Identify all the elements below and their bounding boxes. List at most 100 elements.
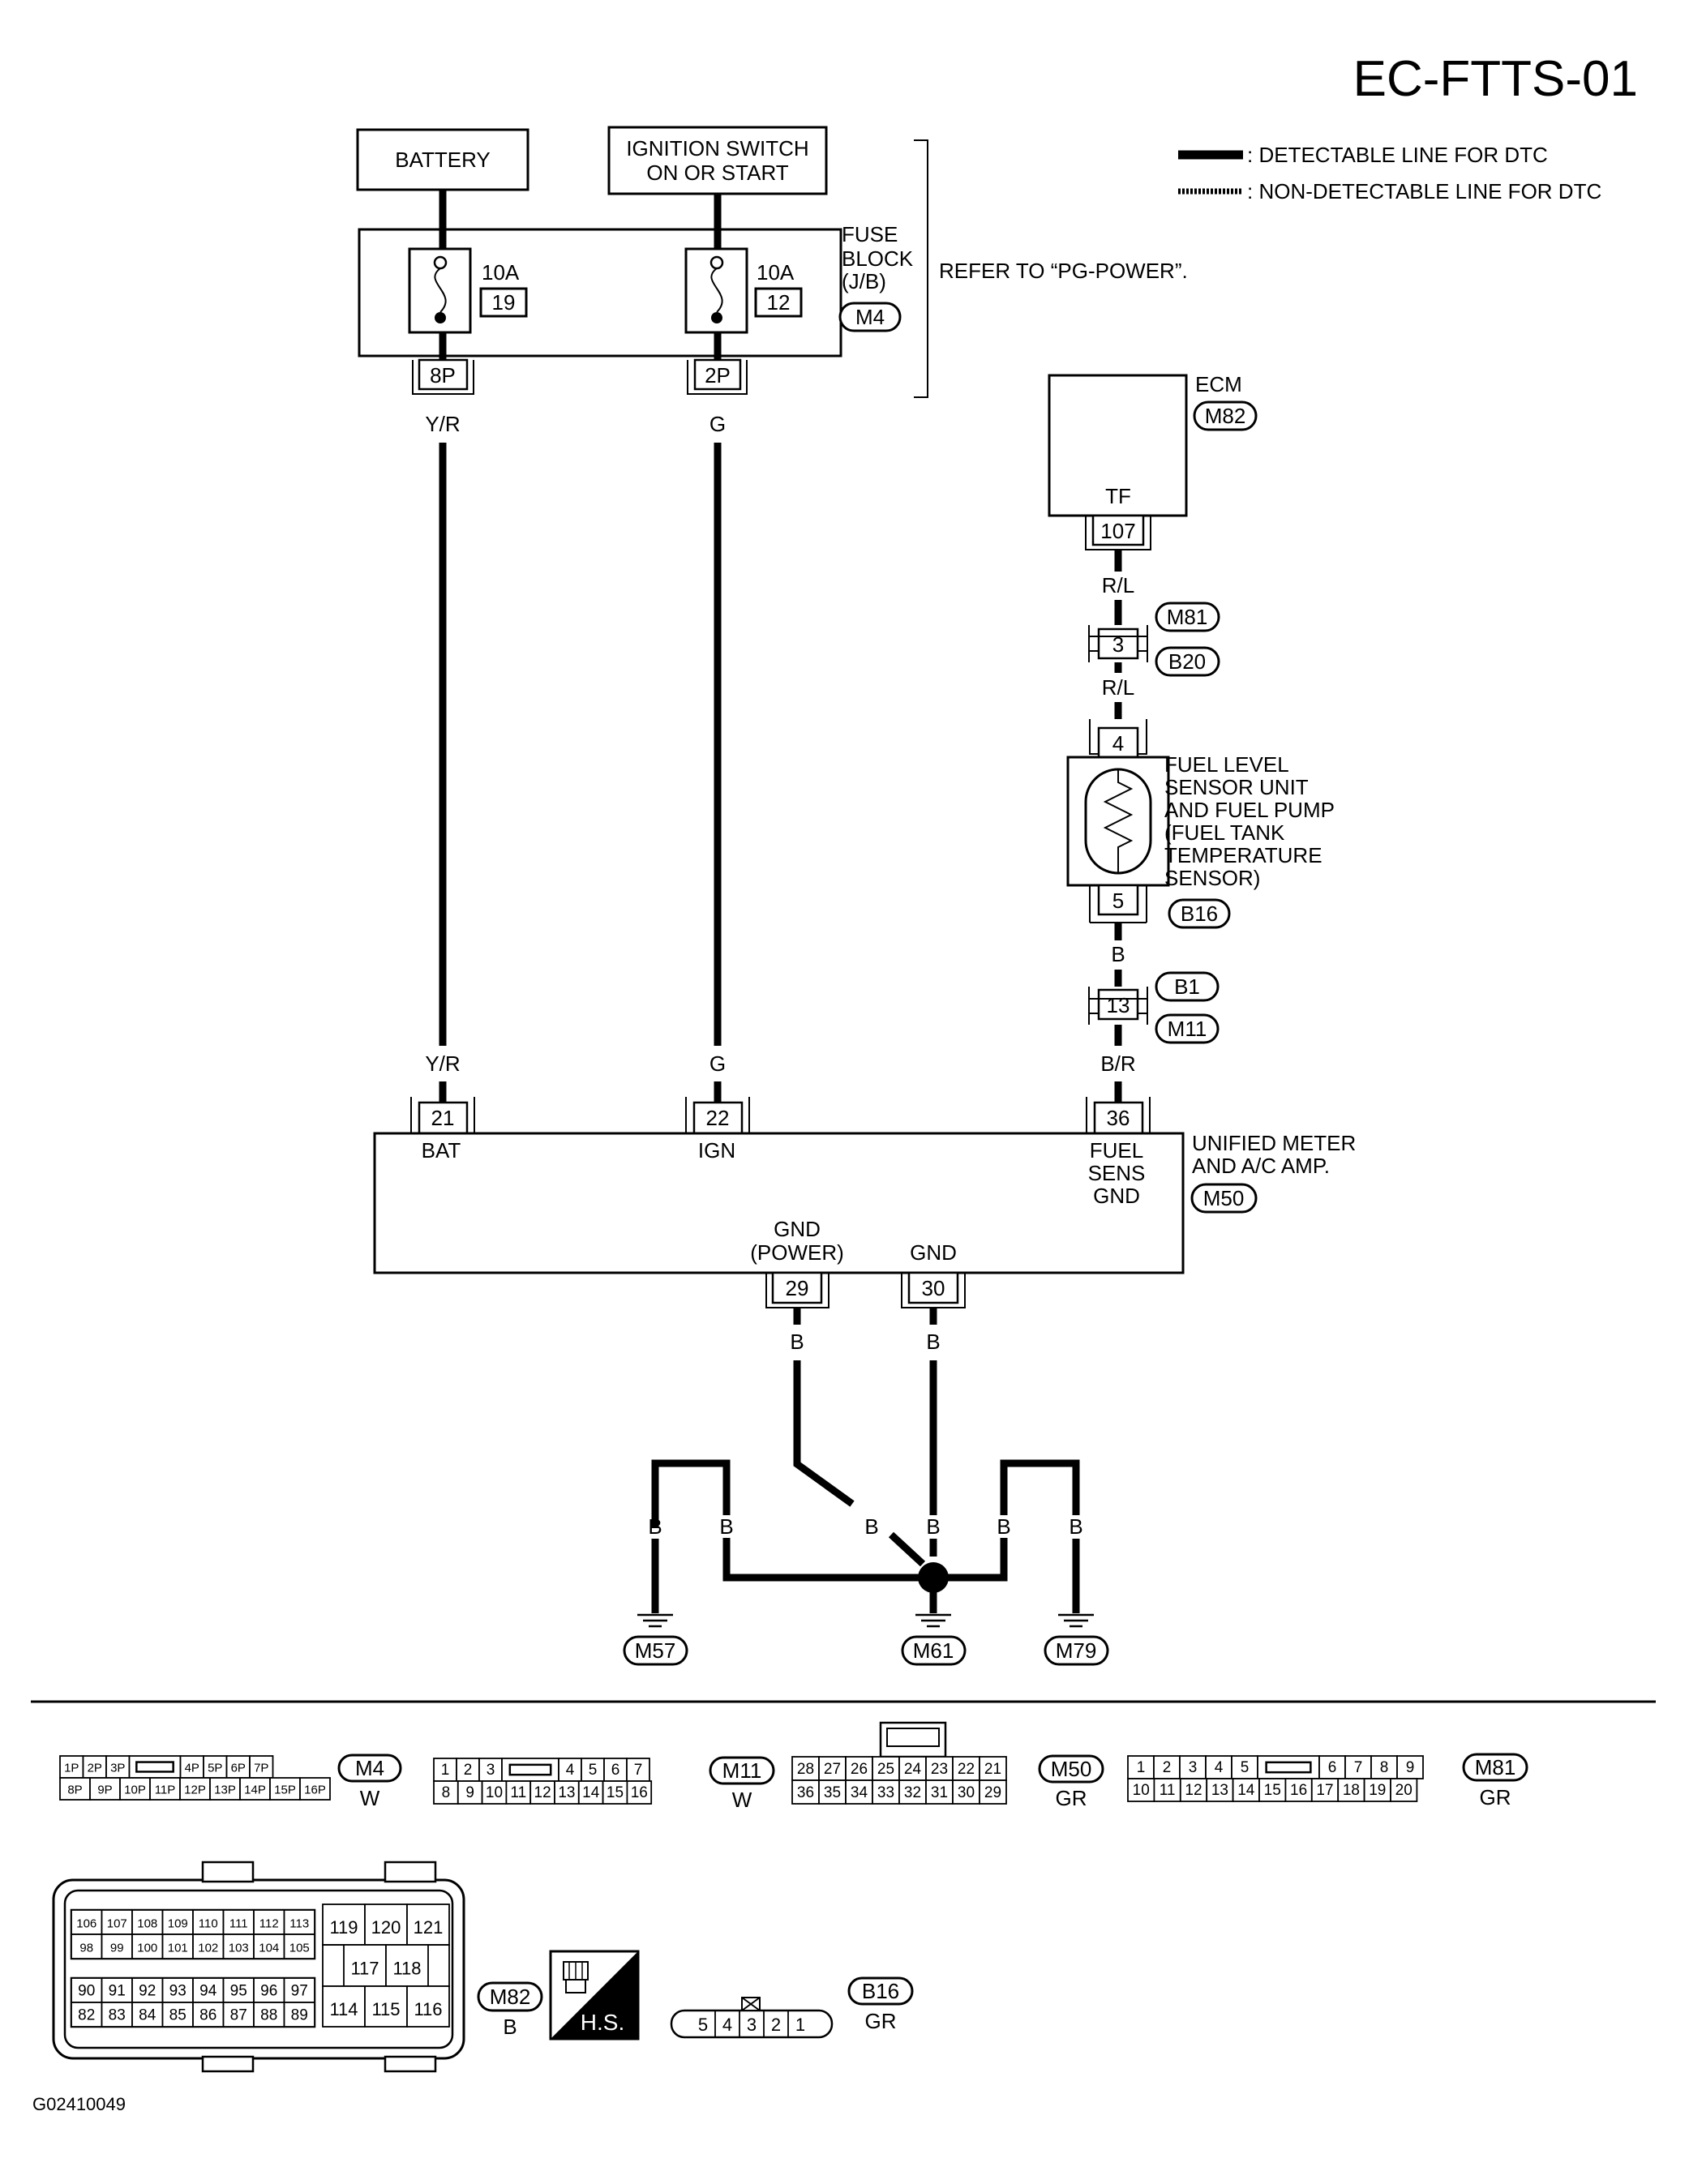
joint2-pin: 13 bbox=[1107, 993, 1130, 1017]
m11-row2-cell bbox=[481, 1780, 508, 1805]
sensor-label-5: TEMPERATURE bbox=[1164, 843, 1322, 867]
m81-row2-cell bbox=[1258, 1778, 1287, 1802]
m82-left-row2-cell bbox=[131, 1933, 164, 1959]
b16-pin: 4 bbox=[722, 2015, 732, 2035]
wire-b-gnd: B bbox=[926, 1330, 940, 1354]
m50-row2-pin: 35 bbox=[824, 1784, 841, 1801]
meter-connector: M50 bbox=[1203, 1186, 1245, 1210]
m11-row2-cell bbox=[626, 1780, 653, 1805]
m11-row1-pin: 4 bbox=[566, 1762, 575, 1779]
wire-rl-top: R/L bbox=[1102, 573, 1134, 597]
m50-row1-pin: 21 bbox=[984, 1761, 1001, 1778]
m81-row2-pin: 11 bbox=[1160, 1782, 1176, 1799]
m4-row1-pin: 1P bbox=[64, 1761, 79, 1775]
m81-row2-cell bbox=[1390, 1778, 1418, 1802]
joint-m81-b20: 3 M81 B20 bbox=[1088, 602, 1220, 677]
m81-row1-pin: 8 bbox=[1380, 1759, 1389, 1776]
m11-row2-pin: 14 bbox=[582, 1784, 600, 1801]
m81-row1-pin: 7 bbox=[1354, 1759, 1363, 1776]
m82-left-row1-pin: 112 bbox=[259, 1917, 279, 1931]
wire-b-g5: B bbox=[997, 1514, 1010, 1539]
m4-row2-pin: 11P bbox=[155, 1783, 176, 1796]
m50-row2-pin: 32 bbox=[904, 1784, 921, 1801]
fuse1-number: 19 bbox=[492, 290, 516, 315]
wire-g-top: G bbox=[709, 412, 726, 436]
m4-row1-pin: 5P bbox=[208, 1761, 222, 1775]
m50-row1-pin: 23 bbox=[931, 1761, 948, 1778]
conn-m81-color: GR bbox=[1480, 1785, 1511, 1809]
meter-lbl-bat: BAT bbox=[422, 1138, 461, 1163]
m4-row2-pin: 8P bbox=[67, 1783, 82, 1796]
m82-right-row3-pin: 114 bbox=[329, 1999, 358, 2019]
battery-label: BATTERY bbox=[395, 148, 491, 172]
fuse1-rating: 10A bbox=[482, 260, 520, 285]
m11-row2-pin: 11 bbox=[510, 1784, 526, 1801]
m82-right-row1-cell bbox=[406, 1904, 450, 1946]
wire-b-g1: B bbox=[648, 1514, 662, 1539]
m82-right-row3-pin: 116 bbox=[414, 1999, 442, 2019]
m50-row2-cell bbox=[898, 1779, 927, 1805]
m4-row2-pin: 15P bbox=[274, 1783, 296, 1796]
ignition-label-1: IGNITION SWITCH bbox=[626, 136, 808, 161]
ground-wiring: B B B B B B B B M57 M6 bbox=[623, 1308, 1109, 1666]
m82-right-row2-cell bbox=[385, 1944, 429, 1987]
m82-left-row4-pin: 87 bbox=[230, 2007, 247, 2024]
m82-left-row2-pin: 102 bbox=[198, 1942, 218, 1955]
b16-pin: 2 bbox=[771, 2015, 781, 2035]
m11-row1-pin: 1 bbox=[441, 1762, 450, 1779]
fuse2-number: 12 bbox=[767, 290, 791, 315]
m4-row1-pin: 3P bbox=[110, 1761, 125, 1775]
m81-row1-cell bbox=[1179, 1755, 1207, 1779]
m11-row1-pin: 5 bbox=[589, 1762, 598, 1779]
m82-left-row3-pin: 96 bbox=[260, 1983, 277, 2000]
wire-b-sensor: B bbox=[1111, 942, 1125, 966]
m82-left-row2-pin: 105 bbox=[289, 1942, 310, 1955]
m82-left-row2-pin: 98 bbox=[79, 1942, 93, 1955]
m82-right-row3-cell bbox=[322, 1985, 366, 2028]
conn-m4-color: W bbox=[360, 1786, 380, 1810]
b16-latch-mark bbox=[741, 1997, 761, 2011]
m82-left-row4-pin: 85 bbox=[169, 2007, 186, 2024]
meter-lbl-gnd-power-2: (POWER) bbox=[750, 1240, 844, 1265]
wire-rl-bottom: R/L bbox=[1102, 675, 1134, 700]
connector-hand-icon bbox=[563, 1961, 589, 1993]
m81-row2-pin: 16 bbox=[1290, 1782, 1307, 1799]
legend-detectable: : DETECTABLE LINE FOR DTC bbox=[1247, 143, 1548, 167]
ecm-connector: M82 bbox=[1205, 404, 1246, 428]
m11-row2-cell bbox=[457, 1780, 483, 1805]
m50-latch-inner bbox=[886, 1728, 940, 1747]
m4-row2-pin: 16P bbox=[304, 1783, 326, 1796]
m11-row2-cell bbox=[529, 1780, 555, 1805]
m82-left-row3-pin: 93 bbox=[169, 1983, 186, 2000]
m82-left-row3-pin: 90 bbox=[78, 1983, 95, 2000]
m50-row1-pin: 25 bbox=[877, 1761, 894, 1778]
m82-tab-bottom-left bbox=[201, 2055, 255, 2073]
m81-row1-cell bbox=[1318, 1755, 1346, 1779]
m11-row1-cell bbox=[603, 1758, 628, 1782]
meter-pin-gnd-power: 29 bbox=[786, 1276, 809, 1300]
m82-left-row4-pin: 83 bbox=[109, 2007, 126, 2024]
m50-row1-cell bbox=[952, 1756, 980, 1781]
m81-row2-cell bbox=[1232, 1778, 1260, 1802]
m82-left-row4-cell bbox=[71, 2002, 103, 2028]
conn-m11-id: M11 bbox=[722, 1758, 762, 1783]
figure-id: G02410049 bbox=[32, 2094, 126, 2114]
m82-left-row3-pin: 95 bbox=[230, 1983, 247, 2000]
m11-row2-pin: 10 bbox=[486, 1784, 503, 1801]
m81-row2-pin: 15 bbox=[1264, 1782, 1281, 1799]
m4-row2-pin: 9P bbox=[97, 1783, 112, 1796]
ground-symbol-m61: M61 bbox=[901, 1613, 967, 1666]
conn-m82-id: M82 bbox=[490, 1985, 531, 2009]
wire-b-gnd-power: B bbox=[790, 1330, 804, 1354]
meter-pin-gnd: 30 bbox=[922, 1276, 945, 1300]
m82-left-row3-pin: 94 bbox=[199, 1983, 217, 2000]
m4-row2-pin: 10P bbox=[124, 1783, 146, 1796]
m50-row2-pin: 31 bbox=[931, 1784, 948, 1801]
m11-row1-pin: 6 bbox=[611, 1762, 620, 1779]
m50-row2-pin: 30 bbox=[958, 1784, 975, 1801]
m82-left-row4-pin: 84 bbox=[139, 2007, 156, 2024]
m81-row2-cell bbox=[1206, 1778, 1234, 1802]
m82-left-row2-cell bbox=[192, 1933, 225, 1959]
